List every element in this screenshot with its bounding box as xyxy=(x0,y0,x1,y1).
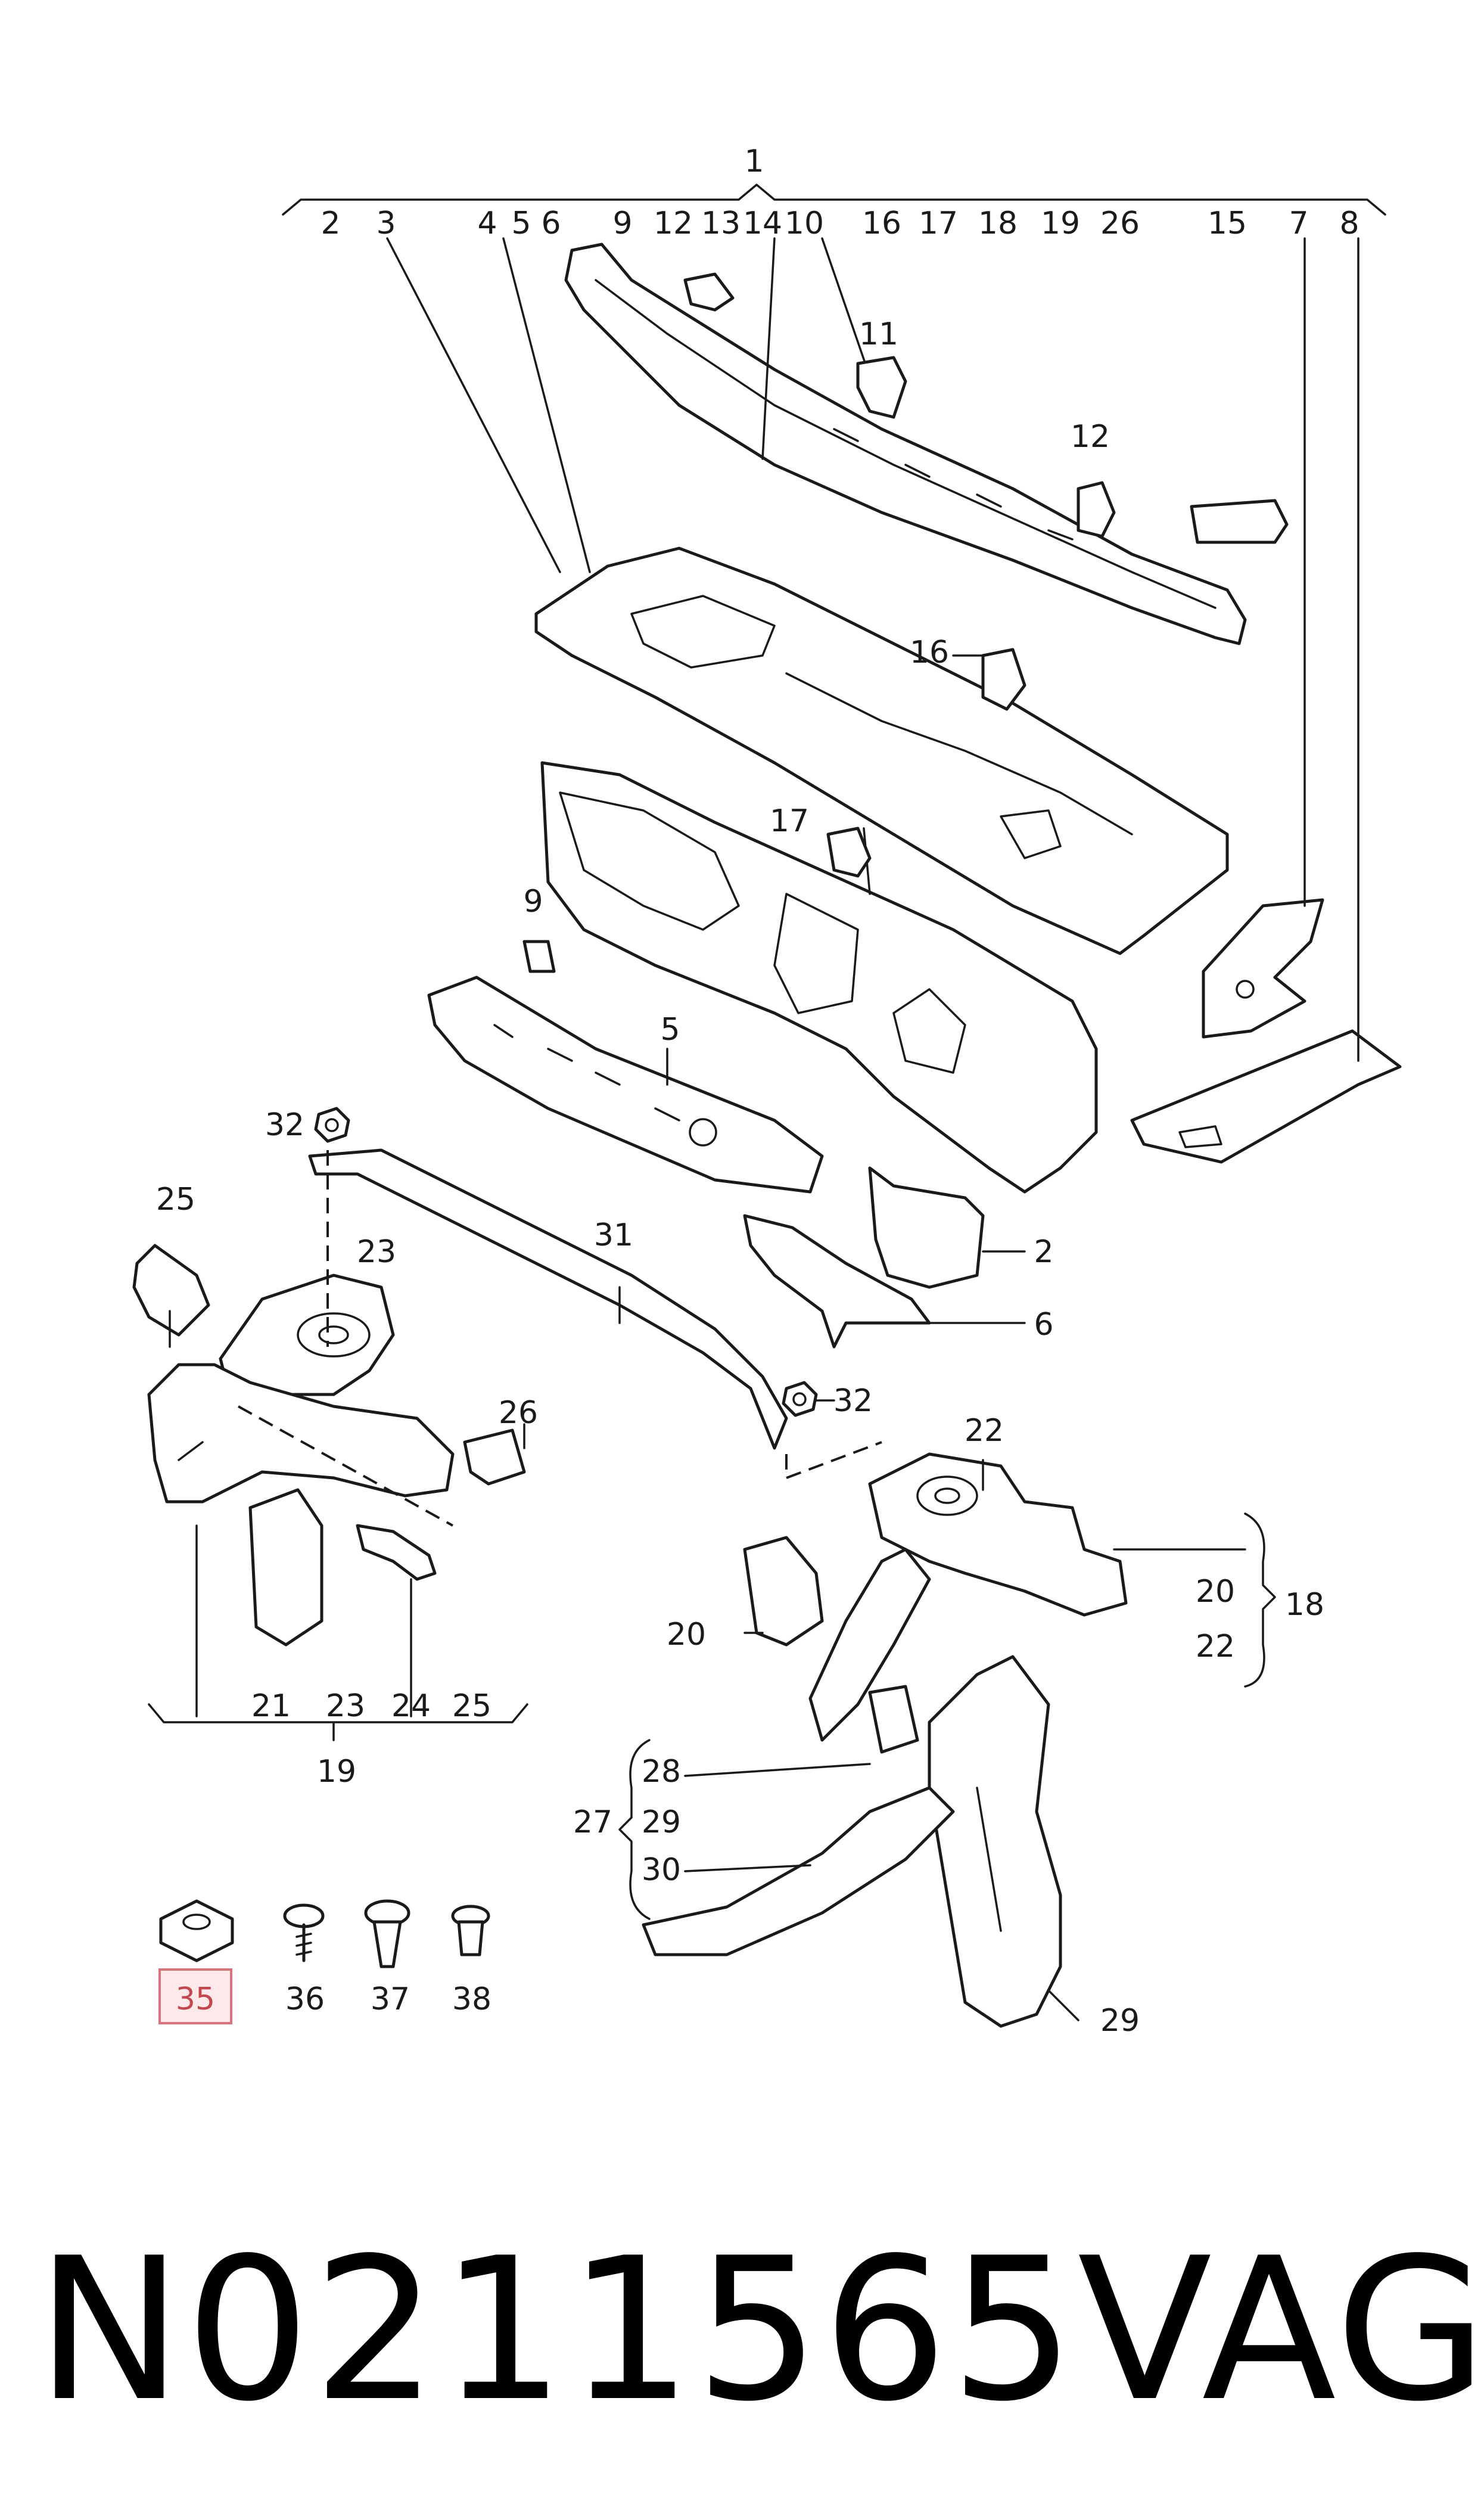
part-26-bracket-left xyxy=(463,1428,526,1486)
part-10-cowl-top xyxy=(564,243,1247,645)
part-37-screw xyxy=(364,1899,410,1968)
part-38-rivet xyxy=(451,1905,490,1956)
part-29-rail-right xyxy=(808,1548,1062,2028)
callout-24: 24 xyxy=(391,1688,431,1724)
callout-17b: 17 xyxy=(770,803,809,839)
part-2-panel xyxy=(868,1166,985,1289)
part-24-clip xyxy=(356,1524,437,1581)
callout-27: 27 xyxy=(573,1804,612,1840)
part-number: N0211565 xyxy=(36,2216,1078,2445)
callout-5: 5 xyxy=(511,206,531,241)
callout-23b: 23 xyxy=(326,1688,365,1724)
callout-18: 18 xyxy=(978,206,1018,241)
callout-9b: 9 xyxy=(523,884,543,920)
callout-32b: 32 xyxy=(833,1383,873,1419)
callout-29b: 29 xyxy=(1100,2003,1140,2039)
part-7-bracket xyxy=(1202,898,1324,1039)
part-8-strip xyxy=(1130,1029,1402,1164)
group-18-brace xyxy=(1244,1512,1276,1688)
callout-12b: 12 xyxy=(1071,419,1110,455)
callout-38: 38 xyxy=(452,1981,491,2017)
part-25-bracket xyxy=(132,1244,210,1337)
part-15-bracket xyxy=(1190,499,1289,544)
part-6-reinforcement xyxy=(743,1214,931,1349)
part-11-clip xyxy=(856,356,907,419)
callout-16: 16 xyxy=(862,206,901,241)
callout-20b: 20 xyxy=(1196,1574,1235,1610)
callout-3: 3 xyxy=(376,206,396,241)
callout-22b: 22 xyxy=(1196,1629,1235,1664)
caption: N0211565 VAG xyxy=(36,2216,1484,2445)
part-36-screw xyxy=(283,1903,325,1962)
callout-19b: 19 xyxy=(317,1754,356,1790)
callout-17: 17 xyxy=(919,206,958,241)
callout-37: 37 xyxy=(371,1981,410,2017)
callout-14: 14 xyxy=(743,206,782,241)
callout-5b: 5 xyxy=(660,1012,680,1048)
highlight-box-35 xyxy=(158,1968,232,2024)
part-30-sill xyxy=(642,1786,955,1956)
callout-20: 20 xyxy=(667,1617,706,1653)
part-31-strut-brace xyxy=(308,1148,788,1450)
callout-30: 30 xyxy=(642,1852,681,1888)
callout-1: 1 xyxy=(744,144,764,179)
callout-8: 8 xyxy=(1339,206,1359,241)
callout-21: 21 xyxy=(251,1688,291,1724)
part-4-plenum-tray xyxy=(534,546,1229,955)
fastener-32-lower xyxy=(782,1381,818,1417)
brand: VAG xyxy=(1077,2216,1484,2445)
part-12-clip xyxy=(1077,481,1116,538)
part-5-crossmember xyxy=(427,976,824,1194)
callout-32: 32 xyxy=(265,1107,304,1143)
callout-2b: 2 xyxy=(1034,1234,1053,1270)
callout-26b: 26 xyxy=(499,1395,538,1431)
callout-15: 15 xyxy=(1208,206,1247,241)
callout-23: 23 xyxy=(357,1234,396,1270)
group-19-wheelhouse-left xyxy=(147,1363,455,1504)
part-21-reinforcement xyxy=(248,1488,323,1647)
part-20-panel xyxy=(743,1536,824,1647)
callout-29: 29 xyxy=(642,1804,681,1840)
callout-16b: 16 xyxy=(910,635,949,670)
part-35-nut xyxy=(159,1899,234,1962)
part-28-bracket xyxy=(868,1685,919,1754)
group-27-brace xyxy=(618,1739,651,1920)
callout-28: 28 xyxy=(642,1754,681,1790)
group-1-bracket xyxy=(282,184,1386,216)
callout-6: 6 xyxy=(541,206,561,241)
callout-25: 25 xyxy=(156,1182,195,1217)
callout-13: 13 xyxy=(701,206,741,241)
part-13-clip xyxy=(683,272,735,312)
callout-18b: 18 xyxy=(1285,1587,1324,1623)
callout-22: 22 xyxy=(965,1413,1004,1449)
callout-7: 7 xyxy=(1289,206,1308,241)
callout-31: 31 xyxy=(594,1217,633,1253)
leader-lines xyxy=(169,237,1359,2021)
callout-9: 9 xyxy=(612,206,632,241)
callout-26: 26 xyxy=(1100,206,1140,241)
callout-19: 19 xyxy=(1041,206,1080,241)
callout-36: 36 xyxy=(285,1981,325,2017)
dash-line-1 xyxy=(238,1405,453,1527)
part-3-bulkhead xyxy=(540,761,1098,1194)
group-19-bracket xyxy=(148,1703,528,1741)
part-16-clip xyxy=(981,648,1026,711)
part-17-clip xyxy=(826,827,872,878)
fastener-32-upper xyxy=(314,1107,350,1143)
callout-11: 11 xyxy=(859,316,898,352)
part-23-strut-tower-left xyxy=(219,1274,395,1396)
dash-line-3 xyxy=(785,1441,882,1480)
callout-labels: 1 2 3 4 5 6 9 12 13 14 10 16 17 18 19 26… xyxy=(156,144,1359,2039)
callout-4: 4 xyxy=(477,206,497,241)
callout-6b: 6 xyxy=(1034,1307,1053,1343)
callout-25b: 25 xyxy=(452,1688,491,1724)
callout-35-highlighted: 35 xyxy=(176,1981,215,2017)
part-22-strut-tower-right xyxy=(868,1452,1128,1617)
callout-2: 2 xyxy=(321,206,340,241)
part-9-clip xyxy=(522,940,556,973)
callout-12: 12 xyxy=(654,206,693,241)
callout-10: 10 xyxy=(785,206,824,241)
